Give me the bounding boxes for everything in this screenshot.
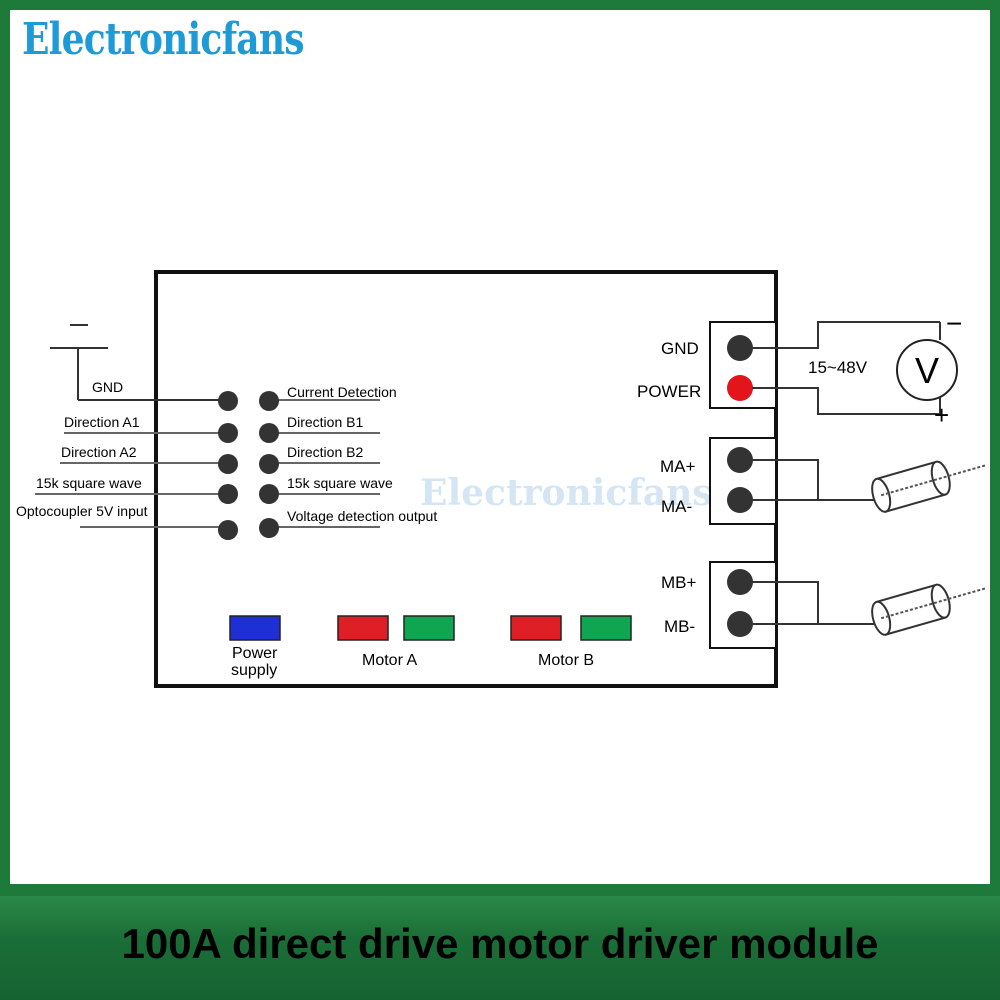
label-optocoupler: Optocoupler 5V input xyxy=(16,503,148,519)
motor-a-wiring xyxy=(752,459,880,501)
diagram-panel xyxy=(10,10,990,884)
motor-a-led-label: Motor A xyxy=(362,652,417,669)
label-direction-a2: Direction A2 xyxy=(61,444,137,460)
footer-title: 100A direct drive motor driver module xyxy=(121,920,879,967)
terminal-mb-minus xyxy=(727,611,753,637)
label-square-wave-b: 15k square wave xyxy=(287,475,393,491)
terminal-label-mb-plus: MB+ xyxy=(661,573,697,592)
pin-voltage-detection xyxy=(259,518,279,538)
pin-current-detection xyxy=(259,391,279,411)
supply-wiring xyxy=(752,321,941,415)
terminal-label-ma-minus: MA- xyxy=(661,497,692,516)
pin-square-wave-b xyxy=(259,484,279,504)
power-led-label-line1: Power xyxy=(232,645,278,662)
voltage-range-label: 15~48V xyxy=(808,358,868,377)
supply-minus-sign: − xyxy=(946,308,962,339)
supply-plus-sign: + xyxy=(934,400,949,430)
terminal-ma-plus xyxy=(727,447,753,473)
brand-logo: Electronicfans xyxy=(22,14,305,65)
label-gnd: GND xyxy=(92,379,123,395)
terminal-mb-plus xyxy=(727,569,753,595)
footer-banner xyxy=(0,896,1000,1000)
label-current-detection: Current Detection xyxy=(287,384,397,400)
terminal-label-power: POWER xyxy=(637,382,701,401)
motor-a-red-led xyxy=(337,615,389,641)
right-pin-column xyxy=(259,391,279,538)
terminal-label-ma-plus: MA+ xyxy=(660,457,696,476)
left-signal-lines xyxy=(35,432,226,528)
voltmeter-symbol: V xyxy=(915,350,939,391)
motor-b-red-led xyxy=(510,615,562,641)
pin-direction-b1 xyxy=(259,423,279,443)
terminal-gnd xyxy=(727,335,753,361)
label-voltage-detection: Voltage detection output xyxy=(287,508,437,524)
right-signal-lines xyxy=(270,399,380,528)
terminal-label-mb-minus: MB- xyxy=(664,617,695,636)
ground-symbol xyxy=(50,324,226,401)
pin-gnd xyxy=(218,391,238,411)
pin-square-wave-a xyxy=(218,484,238,504)
motor-b-wiring xyxy=(752,581,880,625)
watermark-text: Electronicfans xyxy=(420,472,713,514)
pin-direction-a2 xyxy=(218,454,238,474)
pin-direction-b2 xyxy=(259,454,279,474)
label-direction-b2: Direction B2 xyxy=(287,444,363,460)
motor-a-green-led xyxy=(403,615,455,641)
motor-b-icon xyxy=(871,583,988,636)
pin-optocoupler-5v xyxy=(218,520,238,540)
label-direction-b1: Direction B1 xyxy=(287,414,363,430)
left-pin-column xyxy=(218,391,238,540)
terminal-label-gnd: GND xyxy=(661,339,699,358)
power-led-label-line2: supply xyxy=(231,662,277,679)
pin-direction-a1 xyxy=(218,423,238,443)
terminal-power xyxy=(727,375,753,401)
label-square-wave-a: 15k square wave xyxy=(36,475,142,491)
motor-a-icon xyxy=(871,460,988,513)
terminal-ma-minus xyxy=(727,487,753,513)
power-led xyxy=(229,615,281,641)
label-direction-a1: Direction A1 xyxy=(64,414,140,430)
motor-b-green-led xyxy=(580,615,632,641)
motor-b-led-label: Motor B xyxy=(538,652,594,669)
voltmeter-icon: V xyxy=(896,339,958,401)
